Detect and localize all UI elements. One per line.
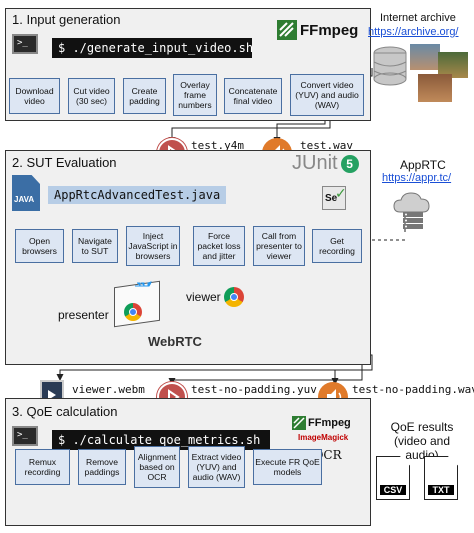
step-box: Create padding	[123, 78, 166, 114]
docker-icon	[135, 281, 152, 287]
file-label: test.wav	[300, 139, 353, 152]
step-box: Get recording	[312, 229, 362, 263]
ffmpeg-logo: FFmpeg	[277, 20, 358, 40]
ffmpeg-label: FFmpeg	[300, 21, 359, 39]
archive-link[interactable]: https://archive.org/	[368, 26, 459, 38]
file-label: test.y4m	[191, 139, 244, 152]
terminal-icon: >_	[12, 34, 38, 54]
sut-evaluation-panel	[5, 150, 371, 365]
thumbnail-image	[438, 52, 468, 78]
apprtc-title: AppRTC	[400, 158, 446, 172]
archive-title: Internet archive	[380, 12, 456, 24]
step-box: Extract video (YUV) and audio (WAV)	[188, 446, 245, 488]
csv-label: CSV	[380, 485, 406, 495]
thumbnail-image	[410, 44, 440, 70]
results-title: QoE results (video and audio)	[390, 420, 454, 462]
selenium-icon: Se ✓	[322, 185, 347, 210]
step-box: Alignment based on OCR	[134, 446, 180, 488]
step-box: Convert video (YUV) and audio (WAV)	[290, 74, 364, 116]
chrome-icon	[124, 303, 142, 321]
video-thumbnails	[410, 44, 468, 106]
step-box: Download video	[9, 78, 60, 114]
txt-label: TXT	[428, 485, 454, 495]
test-class-name: AppRtcAdvancedTest.java	[48, 186, 227, 204]
csv-file-icon: CSV	[376, 456, 410, 500]
step-box: Open browsers	[15, 229, 64, 263]
step-box: Remove paddings	[78, 449, 126, 485]
ffmpeg-icon	[292, 416, 306, 430]
panel-title: 1. Input generation	[12, 12, 121, 27]
command-line: $ ./generate_input_video.sh	[52, 38, 253, 58]
step-box: Inject JavaScript in browsers	[126, 226, 180, 266]
panel-title: 2. SUT Evaluation	[12, 155, 117, 170]
step-box: Force packet loss and jitter	[193, 226, 245, 266]
ffmpeg-logo: FFmpeg	[292, 416, 351, 430]
cloud-server-icon	[393, 192, 430, 229]
command-line: $ ./calculate_qoe_metrics.sh	[52, 430, 270, 450]
webrtc-logo: WebRTC	[148, 334, 202, 349]
imagemagick-label: ImageMagick	[298, 433, 349, 442]
junit-logo: JUnit 5	[292, 152, 359, 175]
file-label: viewer.webm	[72, 383, 145, 396]
presenter-label: presenter	[58, 308, 109, 322]
thumbnail-image	[418, 74, 452, 102]
step-box: Concatenate final video	[224, 78, 282, 114]
apprtc-link[interactable]: https://appr.tc/	[382, 172, 452, 184]
step-box: Cut video (30 sec)	[68, 78, 115, 114]
ffmpeg-label: FFmpeg	[308, 417, 351, 429]
step-box: Navigate to SUT	[72, 229, 118, 263]
junit-label: JUnit	[292, 152, 338, 174]
step-box: Remux recording	[15, 449, 70, 485]
database-icon	[373, 46, 407, 86]
txt-file-icon: TXT	[424, 456, 458, 500]
viewer-label: viewer	[186, 290, 221, 304]
step-box: Overlay frame numbers	[173, 74, 217, 116]
file-label: test-no-padding.wav	[352, 383, 474, 396]
java-badge: JAVA	[14, 195, 35, 204]
terminal-icon: >_	[12, 426, 38, 446]
selenium-label: Se	[325, 193, 338, 204]
step-box: Call from presenter to viewer	[253, 226, 305, 266]
junit-version: 5	[340, 154, 359, 173]
step-box: Execute FR QoE models	[253, 449, 322, 485]
chrome-icon	[224, 287, 244, 307]
panel-title: 3. QoE calculation	[12, 404, 118, 419]
java-file-icon: JAVA	[12, 175, 40, 211]
file-label: test-no-padding.yuv	[191, 383, 317, 396]
ffmpeg-icon	[277, 20, 297, 40]
